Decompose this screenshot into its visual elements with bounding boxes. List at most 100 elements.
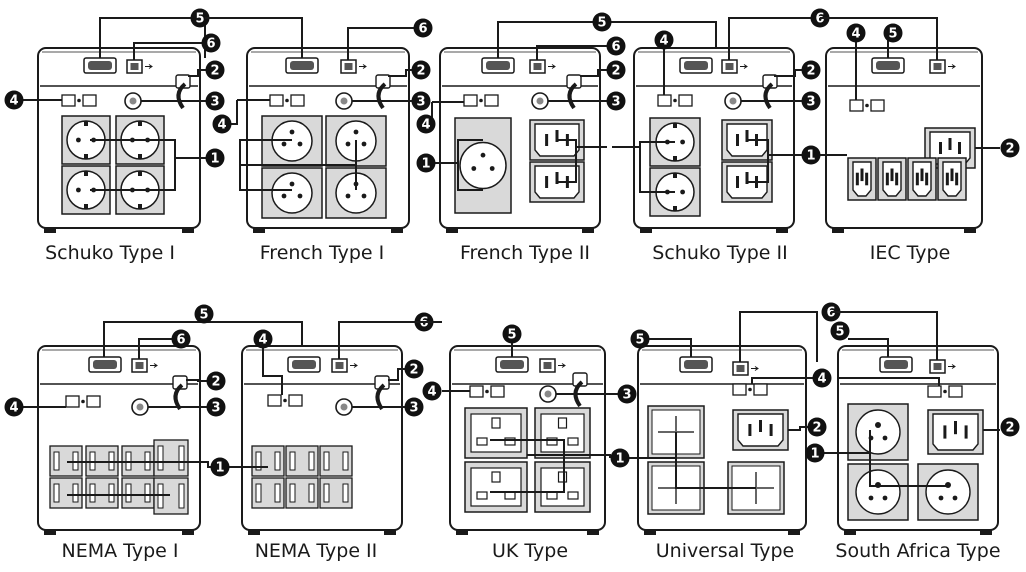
caption-universal-type: Universal Type (655, 540, 795, 562)
serial-port (88, 356, 122, 373)
outlet-pin (555, 130, 559, 142)
panel-foot (980, 530, 992, 535)
outlet-pin (281, 193, 287, 199)
callout-circle (205, 91, 225, 111)
callout-circle (416, 153, 436, 173)
callout-number: 1 (806, 149, 815, 164)
panel-foot (587, 530, 599, 535)
outlet-pin (882, 495, 888, 501)
usb-icon (948, 64, 956, 69)
panel-foot (832, 228, 844, 233)
network-surge-ports (927, 385, 963, 398)
nema-outlet (319, 445, 353, 477)
outlet-pin (680, 189, 685, 195)
serial-port (679, 57, 713, 74)
circuit-breaker (531, 92, 549, 110)
callout-badge-6: 6 (201, 33, 221, 53)
serial-connector (292, 360, 316, 369)
ac-input-cord (762, 74, 778, 110)
callout-badge-4: 4 (654, 30, 674, 50)
outlet-slot (546, 491, 558, 500)
outlet-pin (882, 435, 888, 441)
ground-clip (138, 204, 142, 209)
usb-port (131, 358, 158, 373)
callout-badge-2: 2 (807, 417, 827, 437)
iec-outlet (847, 157, 877, 201)
outlet-pin (545, 176, 549, 188)
uk-outlet (464, 407, 528, 459)
usb-connector (135, 362, 144, 369)
outlet-slot (504, 491, 516, 500)
callout-circle (206, 371, 226, 391)
connector-line (831, 311, 938, 360)
callout-circle (212, 114, 232, 134)
callout-circle (171, 329, 191, 349)
callout-number: 5 (195, 12, 204, 27)
connector-line (774, 69, 802, 77)
callout-circle (830, 321, 850, 341)
callout-number: 4 (427, 385, 436, 400)
callout-number: 2 (806, 64, 815, 79)
callout-badge-1: 1 (205, 148, 225, 168)
panel-foot (788, 530, 800, 535)
outlet-pin (875, 422, 881, 428)
panel-foot (964, 228, 976, 233)
callout-number: 3 (416, 95, 425, 110)
outlet-pin (745, 172, 749, 184)
nema-outlet (285, 445, 319, 477)
outlet-slot (255, 483, 262, 503)
callout-number: 4 (9, 401, 18, 416)
callout-circle (846, 23, 866, 43)
panel-foot (384, 530, 396, 535)
connector-line (728, 17, 820, 60)
outlet-pin (345, 141, 351, 147)
callout-number: 2 (210, 64, 219, 79)
network-surge-ports (657, 94, 693, 107)
callout-number: 4 (217, 118, 226, 133)
rj45-dot (673, 98, 677, 103)
callout-number: 2 (812, 421, 821, 436)
callout-circle (606, 60, 626, 80)
outlet-pin (885, 172, 889, 186)
callout-circle (805, 443, 825, 463)
outlet-slot (157, 445, 164, 471)
panel-foot (644, 530, 656, 535)
callout-circle (801, 60, 821, 80)
connector-line (388, 69, 412, 77)
callout-badge-5: 5 (830, 321, 850, 341)
connector-line (747, 139, 769, 183)
usb-icon (751, 366, 759, 371)
serial-connector (93, 360, 117, 369)
usb-connector (736, 365, 745, 372)
rj45-in (463, 94, 478, 107)
rj45-out (290, 94, 305, 107)
outlet-face (855, 409, 901, 455)
rj45-in (849, 99, 864, 112)
network-surge-ports (732, 383, 768, 396)
callout-badge-5: 5 (592, 12, 612, 32)
callout-circle (1000, 417, 1020, 437)
outlet-pin (925, 172, 929, 186)
callout-circle (592, 12, 612, 32)
callout-badge-1: 1 (210, 457, 230, 477)
callout-number: 4 (817, 372, 826, 387)
iec-outlet (877, 157, 907, 201)
nema-outlet (285, 477, 319, 509)
outlet-pin (955, 172, 959, 186)
rj45-out (870, 99, 885, 112)
serial-connector (876, 61, 900, 70)
callout-circle (422, 381, 442, 401)
callout-circle (654, 30, 674, 50)
ground-clip (84, 204, 88, 209)
serial-connector (500, 360, 524, 369)
outlet-slot (476, 491, 488, 500)
rj45-out (490, 385, 505, 398)
breaker-button (340, 403, 348, 411)
callout-number: 1 (210, 152, 219, 167)
rj45-in (269, 94, 284, 107)
outlet-pin (680, 139, 685, 145)
outlet-pin (748, 424, 752, 436)
